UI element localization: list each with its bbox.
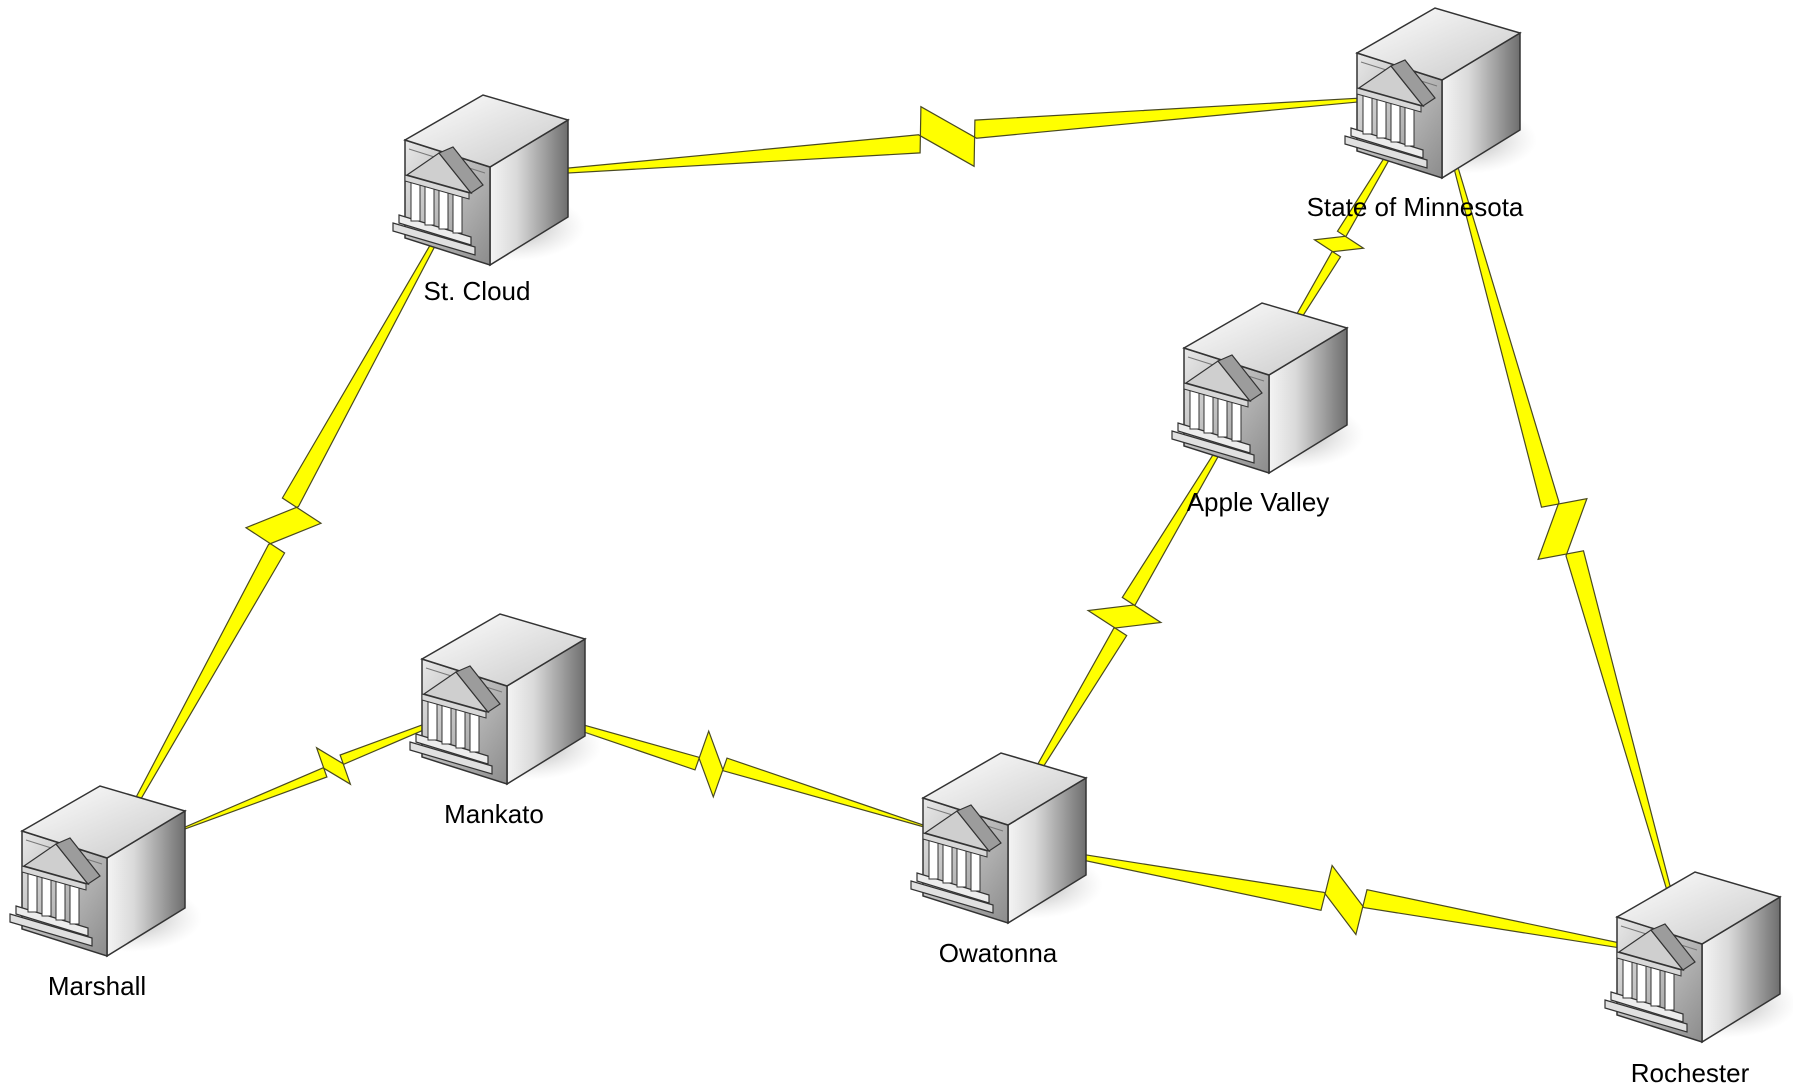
link-state-of-minnesota-rochester [1435,99,1690,959]
node-apple-valley[interactable]: Apple Valley [1171,302,1365,517]
node-label-st-cloud: St. Cloud [424,276,531,306]
node-label-marshall: Marshall [48,971,146,1001]
node-state-of-minnesota[interactable]: State of Minnesota [1307,7,1538,222]
node-mankato[interactable]: Mankato [409,613,603,829]
link-st-cloud-state-of-minnesota [469,93,1426,180]
government-server-icon [910,752,1104,924]
node-label-rochester: Rochester [1631,1058,1750,1087]
government-server-icon [1171,302,1365,474]
government-server-icon [1604,871,1793,1043]
node-rochester[interactable]: Rochester [1604,871,1793,1087]
node-label-state-of-minnesota: State of Minnesota [1307,192,1524,222]
node-label-apple-valley: Apple Valley [1187,487,1330,517]
node-st-cloud[interactable]: St. Cloud [392,94,586,306]
node-owatonna[interactable]: Owatonna [910,752,1104,968]
node-marshall[interactable]: Marshall [9,785,203,1001]
links-layer [95,93,1690,960]
node-label-owatonna: Owatonna [939,938,1058,968]
node-label-mankato: Mankato [444,799,544,829]
link-owatonna-rochester [999,840,1689,960]
government-server-icon [409,613,603,785]
link-st-cloud-marshall [95,176,472,875]
government-server-icon [9,785,203,957]
government-server-icon [1344,7,1538,179]
government-server-icon [392,94,586,266]
